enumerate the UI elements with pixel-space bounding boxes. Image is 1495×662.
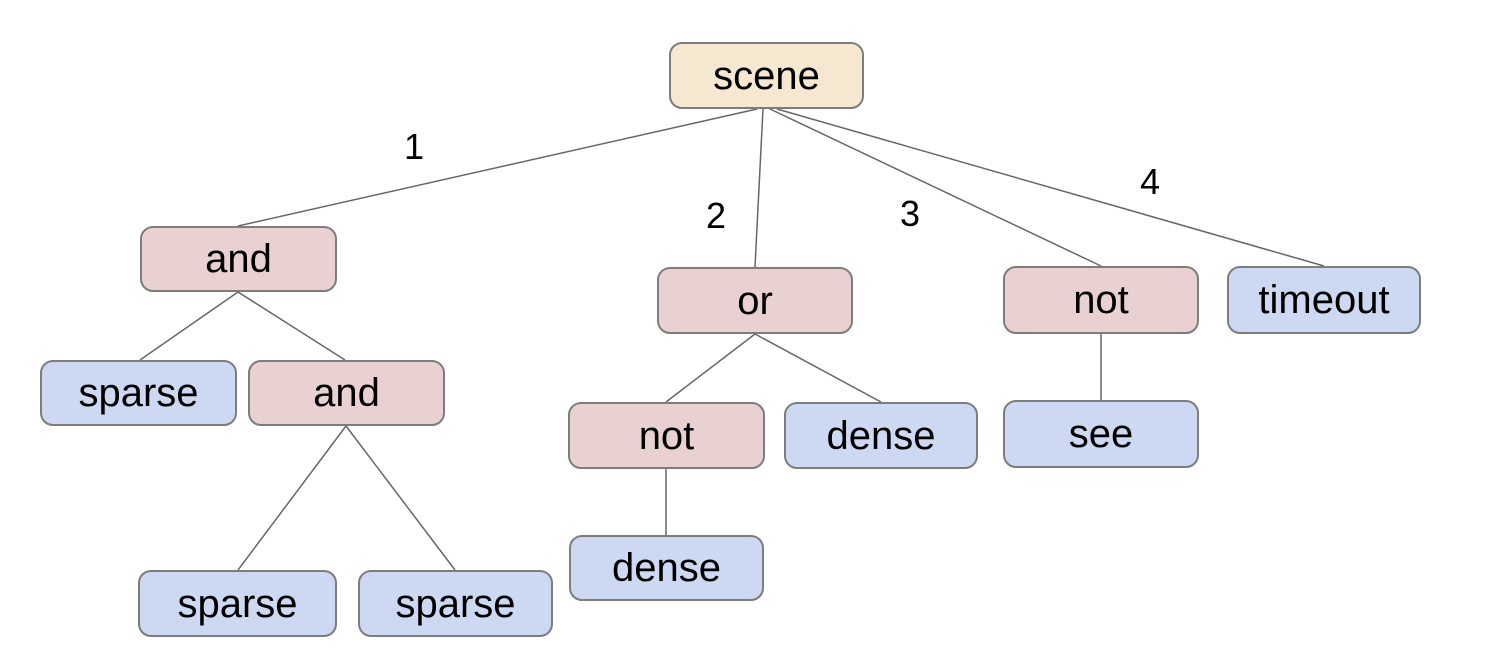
edge-or-1-to-dense-1 [754, 333, 882, 403]
node-not-1: not [1003, 266, 1199, 334]
node-or-1: or [657, 267, 853, 334]
node-scene: scene [669, 42, 864, 109]
edge-label-3: 3 [899, 193, 921, 234]
node-not-2: not [568, 402, 765, 469]
node-sparse-2: sparse [138, 570, 337, 637]
node-dense-2: dense [569, 535, 764, 601]
node-and-2: and [248, 360, 445, 426]
edge-and-1-to-sparse-1 [139, 291, 239, 361]
node-sparse-1: sparse [40, 360, 237, 426]
node-timeout-1: timeout [1227, 266, 1421, 334]
edge-and-1-to-and-2 [237, 291, 346, 361]
edge-label-4: 4 [1139, 161, 1161, 202]
edge-label-1: 1 [403, 126, 425, 167]
node-sparse-3: sparse [358, 570, 553, 637]
node-see-1: see [1003, 400, 1199, 468]
node-dense-1: dense [784, 402, 978, 469]
node-and-1: and [140, 226, 337, 292]
edge-or-1-to-not-2 [665, 333, 756, 403]
edge-scene-to-not-1 [769, 108, 1102, 267]
edge-scene-to-timeout-1 [776, 108, 1325, 267]
edge-label-2: 2 [705, 195, 727, 236]
edge-scene-to-and-1 [237, 108, 758, 227]
edge-and-2-to-sparse-3 [345, 425, 456, 571]
edge-and-2-to-sparse-2 [237, 425, 347, 571]
edge-scene-to-or-1 [754, 108, 764, 268]
